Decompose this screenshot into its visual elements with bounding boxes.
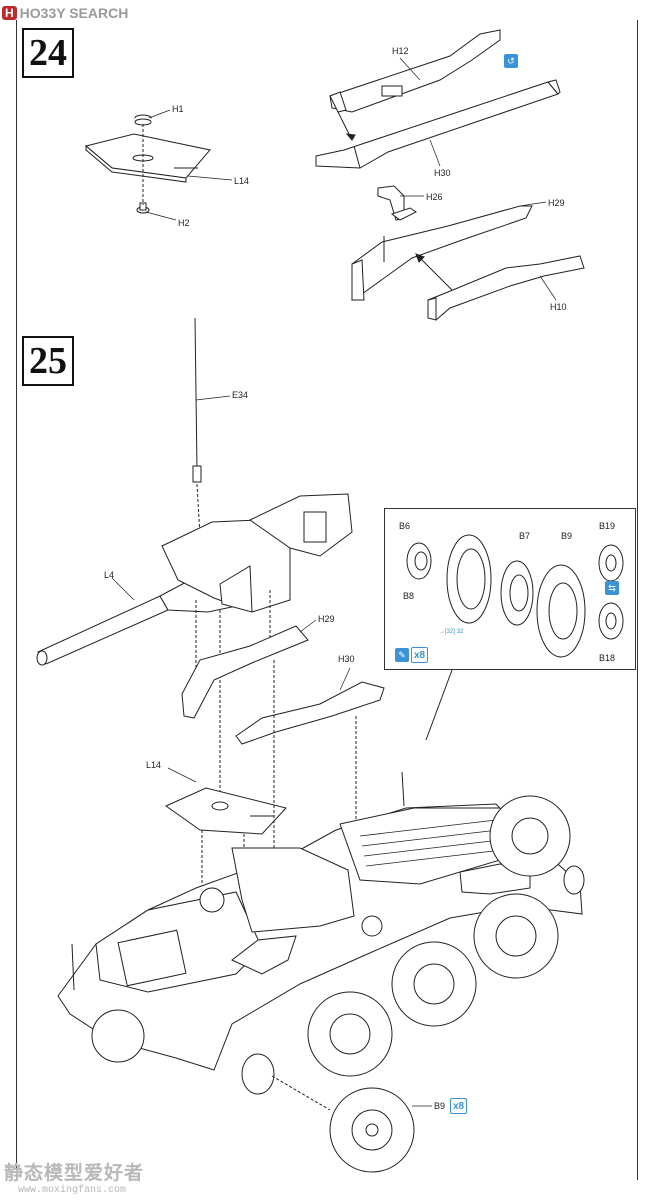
watermark-text: HO33Y SEARCH <box>19 5 129 21</box>
watermark-url: www.moxingfans.com <box>18 1185 127 1196</box>
wheel-inset-drawing <box>406 534 624 658</box>
label-h10: H10 <box>550 302 567 312</box>
step-number-24: 24 <box>22 28 74 78</box>
wheel-quantity: x8 <box>450 1098 468 1114</box>
inset-count: x8 <box>411 647 429 663</box>
label-b18: B18 <box>599 653 616 663</box>
rotation-badge: ↺ <box>504 54 518 68</box>
glue-icon: ✎ <box>395 648 409 662</box>
label-b19: B19 <box>599 521 616 531</box>
watermark-badge: H <box>2 6 17 20</box>
label-h1: H1 <box>172 104 184 114</box>
label-h30-step24: H30 <box>434 168 451 178</box>
part-l4-gun <box>36 493 353 666</box>
label-h30: H30 <box>338 654 355 664</box>
instruction-page-frame <box>16 20 638 1180</box>
wheel-assembly-inset: B6 B7 B9 B19 B8 B18 →[32] 32 ✎ x8 ⇆ <box>384 508 636 670</box>
step-number-25: 25 <box>22 336 74 386</box>
wheel-rear <box>489 795 571 877</box>
label-b7: B7 <box>519 531 531 541</box>
part-l14-lower <box>164 787 287 835</box>
part-h2-pin <box>136 202 150 214</box>
part-h12-rail <box>329 29 501 113</box>
label-h29: H29 <box>318 614 335 624</box>
label-l4: L4 <box>104 570 115 580</box>
wheel-count: x8 <box>450 1098 468 1114</box>
part-h10-rail <box>427 255 585 321</box>
label-b6: B6 <box>399 521 411 531</box>
label-h2: H2 <box>178 218 190 228</box>
vehicle-hull <box>57 771 585 1071</box>
part-h30-lower <box>235 681 385 745</box>
part-e34-antenna <box>192 317 202 537</box>
label-l14: L14 <box>146 760 162 770</box>
label-b9-inset: B9 <box>561 531 573 541</box>
wheel-rotation-icon: ↺ <box>504 54 518 68</box>
part-h1-washer <box>134 114 152 126</box>
part-h29-lower <box>181 625 309 719</box>
watermark-bottom: 静态模型爱好者 www.moxingfans.com <box>4 1158 164 1198</box>
mirror-icon: ⇆ <box>605 581 619 595</box>
wheels <box>91 893 559 1173</box>
label-b8: B8 <box>403 591 415 601</box>
part-h26-bracket <box>377 185 417 221</box>
label-h12: H12 <box>392 46 409 56</box>
watermark-cn: 静态模型爱好者 <box>4 1162 145 1184</box>
label-l14-step24: L14 <box>234 176 250 186</box>
inset-quantity: ✎ x8 <box>395 647 429 663</box>
watermark-top: H HO33Y SEARCH <box>2 4 128 22</box>
part-l14-plate <box>84 133 211 183</box>
part-h30-rail <box>315 79 561 169</box>
part-h29-rail <box>351 205 533 301</box>
inset-reference: →[32] 32 <box>439 629 464 635</box>
mirror-badge: ⇆ <box>605 581 619 595</box>
label-e34: E34 <box>232 390 249 400</box>
label-b9: B9 <box>434 1101 446 1111</box>
label-h26: H26 <box>426 192 443 202</box>
label-h29-step24: H29 <box>548 198 565 208</box>
